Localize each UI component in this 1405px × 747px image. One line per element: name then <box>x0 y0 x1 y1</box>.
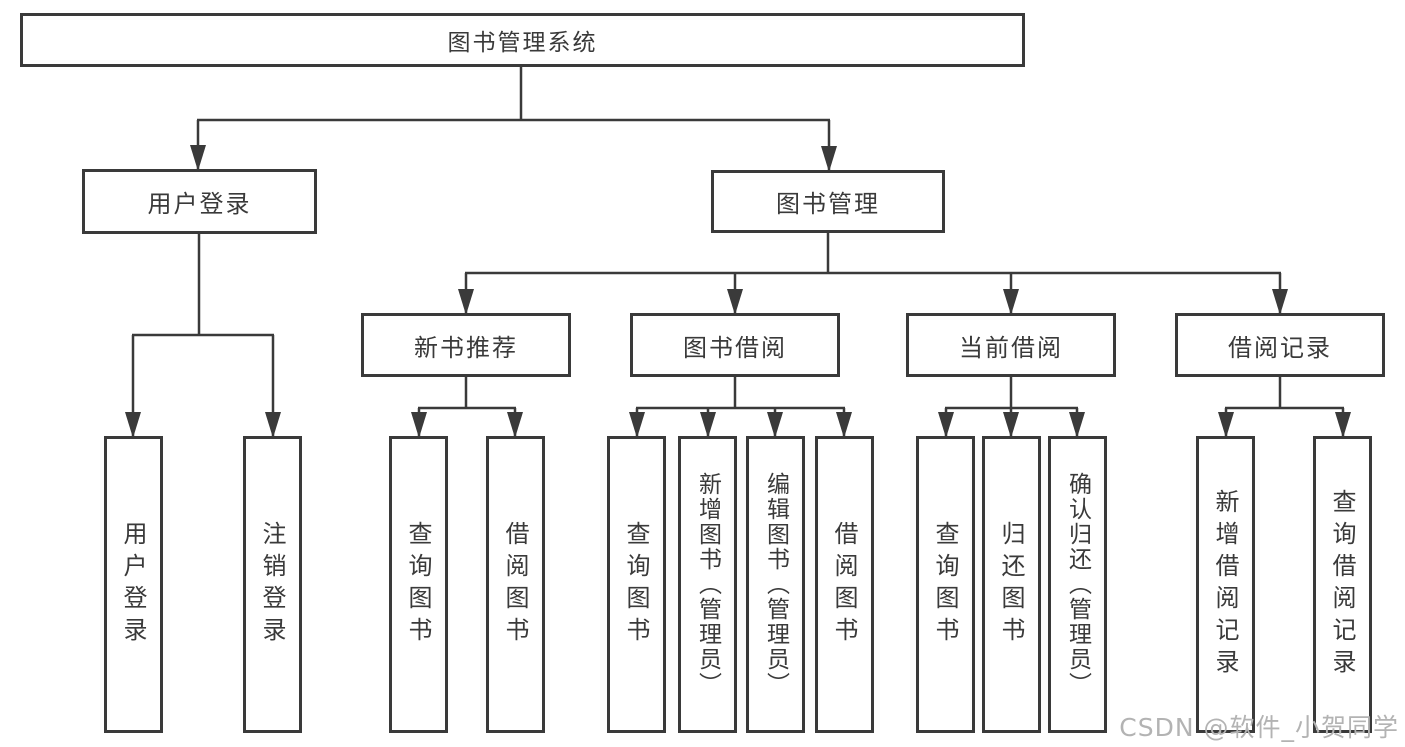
leaf-confirm-return-admin: 确认归还（管理员） <box>1048 436 1107 733</box>
leaf-query-borrow-record: 查询借阅记录 <box>1313 436 1372 733</box>
node-current-borrowing: 当前借阅 <box>906 313 1116 377</box>
node-library-system-label: 图书管理系统 <box>447 30 598 56</box>
leaf-confirm-return-admin-label: 确认归还（管理员） <box>1064 472 1091 697</box>
leaf-add-books-admin: 新增图书（管理员） <box>678 436 737 733</box>
leaf-add-borrow-record-label: 新增借阅记录 <box>1211 488 1239 681</box>
leaf-borrowing-query-books-label: 查询图书 <box>622 520 650 649</box>
leaf-add-borrow-record: 新增借阅记录 <box>1196 436 1255 733</box>
leaf-borrowing-query-books: 查询图书 <box>607 436 666 733</box>
node-book-borrowing-label: 图书借阅 <box>683 333 787 362</box>
leaf-recommend-query-books: 查询图书 <box>389 436 448 733</box>
node-book-management-label: 图书管理 <box>776 190 880 218</box>
leaf-current-query-books-label: 查询图书 <box>931 520 959 649</box>
node-book-management: 图书管理 <box>711 170 945 233</box>
node-borrowing-records-label: 借阅记录 <box>1228 333 1332 362</box>
node-new-book-recommendation: 新书推荐 <box>361 313 571 377</box>
leaf-borrowing-borrow-books-label: 借阅图书 <box>830 520 858 649</box>
leaf-logout-label: 注销登录 <box>258 520 286 649</box>
node-user-login: 用户登录 <box>82 169 317 234</box>
leaf-add-books-admin-label: 新增图书（管理员） <box>694 472 721 697</box>
node-borrowing-records: 借阅记录 <box>1175 313 1385 377</box>
leaf-recommend-borrow-books-label: 借阅图书 <box>501 520 529 649</box>
leaf-user-login-label: 用户登录 <box>119 520 147 649</box>
leaf-edit-books-admin-label: 编辑图书（管理员） <box>762 472 789 697</box>
leaf-logout: 注销登录 <box>243 436 302 733</box>
csdn-watermark: CSDN @软件_小贺同学 <box>1119 713 1399 742</box>
node-new-book-recommendation-label: 新书推荐 <box>414 333 518 362</box>
node-user-login-label: 用户登录 <box>147 190 252 218</box>
leaf-recommend-query-books-label: 查询图书 <box>404 520 432 649</box>
leaf-borrowing-borrow-books: 借阅图书 <box>815 436 874 733</box>
leaf-edit-books-admin: 编辑图书（管理员） <box>746 436 805 733</box>
leaf-user-login: 用户登录 <box>104 436 163 733</box>
node-current-borrowing-label: 当前借阅 <box>959 333 1063 362</box>
node-library-system: 图书管理系统 <box>20 13 1025 67</box>
node-book-borrowing: 图书借阅 <box>630 313 840 377</box>
leaf-return-books: 归还图书 <box>982 436 1041 733</box>
leaf-return-books-label: 归还图书 <box>997 520 1025 649</box>
leaf-query-borrow-record-label: 查询借阅记录 <box>1328 488 1356 681</box>
leaf-recommend-borrow-books: 借阅图书 <box>486 436 545 733</box>
leaf-current-query-books: 查询图书 <box>916 436 975 733</box>
